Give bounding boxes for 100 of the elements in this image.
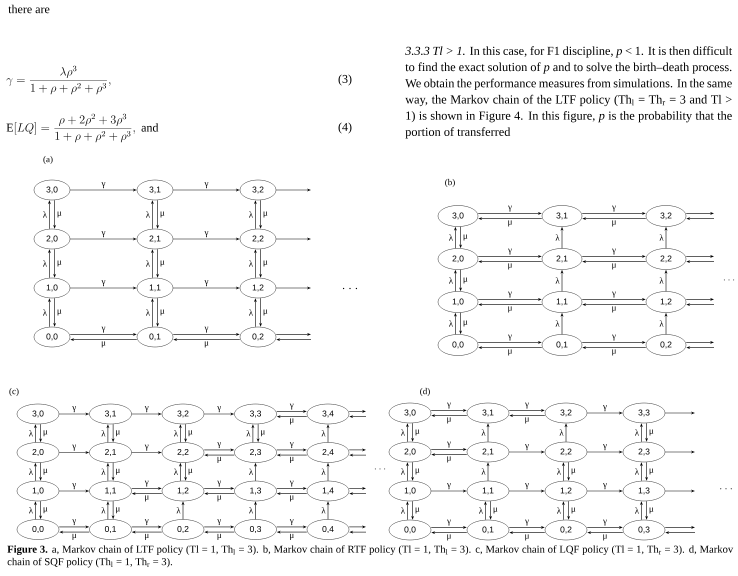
edge-label: μ: [204, 340, 210, 348]
edge-label: λ: [400, 468, 406, 476]
edge-label: λ: [320, 468, 326, 476]
edge-label: λ: [400, 428, 406, 436]
edge-label: λ: [658, 276, 664, 284]
edge-label: μ: [159, 260, 166, 268]
edge-label: γ: [72, 518, 77, 526]
edge-label: μ: [507, 306, 514, 314]
edge-label: μ: [507, 348, 514, 356]
edge-label: γ: [216, 518, 222, 526]
edge-label: μ: [262, 260, 268, 268]
edge-label: λ: [320, 506, 326, 514]
edge-label: γ: [611, 290, 617, 298]
edge-label: γ: [144, 518, 150, 526]
edge-label: λ: [100, 506, 106, 514]
edge-label: λ: [248, 506, 254, 514]
edge-label: λ: [554, 320, 560, 328]
edge-label: γ: [100, 182, 106, 189]
edge-label: μ: [648, 468, 654, 476]
edge-label: λ: [448, 320, 454, 328]
edge-label: λ: [145, 308, 151, 316]
edge-label: γ: [602, 444, 608, 451]
edge-label: λ: [28, 506, 34, 514]
edge-label: γ: [72, 444, 77, 452]
panel-label: (b): [445, 178, 455, 188]
edge-label: λ: [448, 234, 454, 242]
edge-label: μ: [524, 534, 530, 542]
edge-label: λ: [28, 468, 34, 476]
edge-label: λ: [176, 506, 182, 514]
edge-label: γ: [204, 280, 210, 287]
edge-label: μ: [414, 428, 420, 436]
edge-label: μ: [216, 456, 222, 464]
edge-label: μ: [611, 262, 618, 270]
edge-label: μ: [114, 468, 121, 476]
edge-label: μ: [100, 340, 107, 348]
edge-label: λ: [42, 260, 48, 268]
edge-label: μ: [144, 533, 150, 541]
edge-label: λ: [658, 320, 664, 328]
edge-label: γ: [524, 444, 530, 451]
edge-label: γ: [524, 402, 530, 410]
edge-label: μ: [71, 533, 78, 541]
edge-label: μ: [602, 534, 608, 542]
edge-label: μ: [462, 276, 468, 284]
edge-label: λ: [173, 468, 179, 476]
edge-label: γ: [289, 402, 294, 410]
edge-label: μ: [42, 506, 48, 514]
ellipsis: · · ·: [724, 279, 734, 280]
edge-label: μ: [570, 506, 576, 514]
edge-label: μ: [260, 430, 266, 437]
edge-label: γ: [524, 518, 530, 526]
edge-label: γ: [611, 204, 617, 212]
edge-label: μ: [159, 308, 166, 316]
edge-label: γ: [204, 326, 210, 334]
edge-label: λ: [246, 429, 252, 438]
edge-label: μ: [187, 468, 194, 476]
edge-label: μ: [648, 428, 654, 436]
edge-label: γ: [100, 326, 106, 334]
edge-label: μ: [288, 456, 295, 464]
edge-label: γ: [602, 404, 608, 412]
edge-label: γ: [507, 334, 513, 342]
panel-label: (a): [43, 156, 53, 164]
edge-label: γ: [100, 280, 106, 287]
edge-label: γ: [144, 480, 150, 488]
edge-label: γ: [611, 334, 617, 342]
edge-label: γ: [100, 230, 106, 238]
edge-label: γ: [446, 440, 452, 448]
edge-label: λ: [248, 308, 254, 316]
edge-label: γ: [507, 248, 513, 256]
edge-label: γ: [507, 290, 513, 298]
edge-label: μ: [524, 416, 530, 424]
edge-label: λ: [556, 468, 562, 476]
edge-label: λ: [28, 429, 34, 438]
edge-label: γ: [204, 230, 210, 238]
edge-label: λ: [554, 234, 560, 242]
ellipsis: · · ·: [720, 488, 732, 490]
edge-label: λ: [634, 506, 640, 514]
edge-label: λ: [42, 210, 48, 218]
equation: $\gamma = \frac{\lambda\rho^{3}}{1 + \rho + \rho^{2} + \rho^{3}},$: [6, 66, 110, 94]
edge-label: μ: [611, 306, 618, 314]
edge-label: λ: [658, 234, 664, 242]
edge-label: γ: [72, 406, 77, 413]
edge-label: λ: [634, 428, 640, 436]
edge-label: μ: [648, 506, 654, 514]
edge-label: λ: [556, 506, 562, 514]
edge-label: λ: [320, 429, 326, 438]
edge-label: μ: [462, 320, 468, 328]
edge-label: γ: [216, 441, 222, 449]
edge-label: γ: [289, 518, 294, 526]
edge-label: λ: [248, 210, 254, 218]
edge-label: γ: [72, 482, 77, 490]
edge-label: λ: [448, 276, 454, 284]
edge-label: λ: [42, 308, 48, 316]
edge-label: μ: [611, 348, 618, 356]
edge-label: γ: [216, 406, 222, 413]
edge-label: γ: [446, 518, 452, 526]
edge-label: μ: [187, 430, 194, 437]
edge-label: μ: [42, 430, 48, 437]
edge-label: λ: [173, 429, 179, 438]
edge-label: μ: [42, 468, 48, 476]
edge-label: γ: [524, 482, 530, 490]
